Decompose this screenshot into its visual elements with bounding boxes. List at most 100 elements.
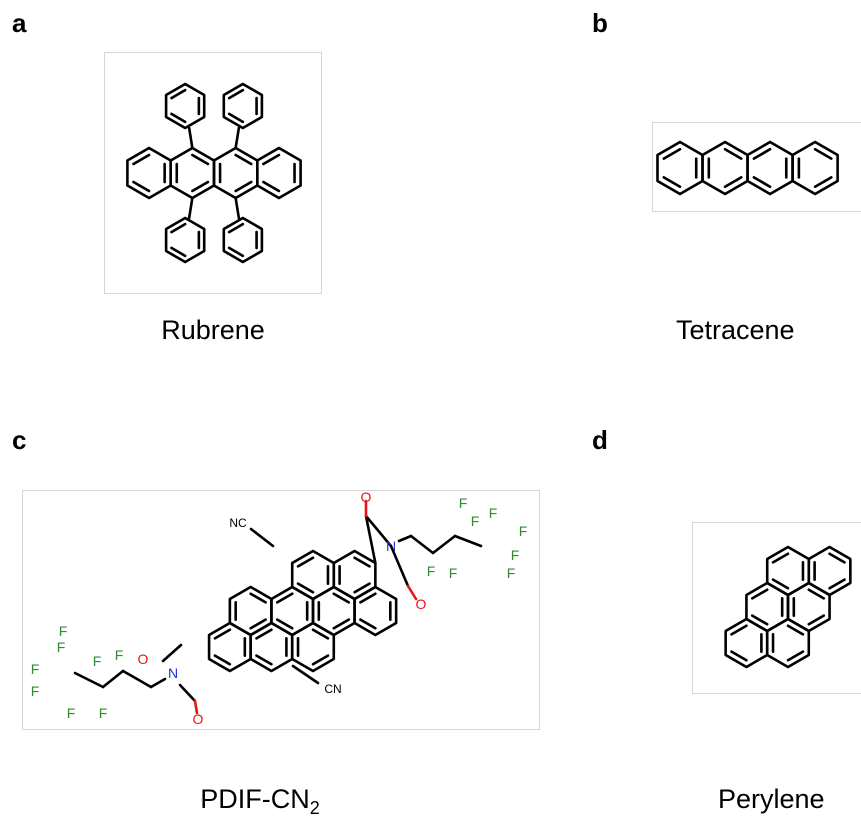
rubrene-phenyl-ring — [164, 82, 206, 130]
perylene-ring-double-bond — [730, 650, 748, 662]
pdif-core-ring — [207, 621, 252, 673]
pdif-core-ring-double-bond — [296, 582, 315, 594]
rubrene-core-ring-double-bond — [234, 153, 253, 166]
rubrene-caption: Rubrene — [161, 315, 265, 345]
pdif-core-ring-double-bond — [255, 654, 273, 666]
rubrene-core-ring-double-bond — [262, 180, 281, 193]
rubrene-phenyl-link — [234, 196, 241, 220]
perylene-ring-double-bond — [771, 578, 790, 590]
perylene-ring-double-bond — [828, 578, 846, 590]
rubrene-phenyl-ring-double-bond — [170, 246, 187, 258]
pdif-core-ring-double-bond — [213, 654, 232, 666]
rubrene-phenyl-ring-double-bond — [227, 246, 245, 258]
pdif-core-ring-double-bond — [332, 618, 351, 630]
fluorine-atom-label: F — [67, 705, 76, 721]
fluorine-atom-label: F — [99, 705, 108, 721]
tetracene-ring-double-bond — [723, 176, 743, 189]
tetracene-ring-double-bond — [723, 147, 743, 160]
pdif-core-ring-double-bond — [296, 556, 315, 568]
pdif-alkyl-bond — [73, 671, 105, 689]
tetracene-structure — [656, 140, 839, 196]
pdif-core-ring-double-bond — [275, 592, 294, 604]
fluorine-atom-label: F — [507, 565, 516, 581]
pdif-core-ring — [353, 585, 398, 637]
fluorine-atom-label: F — [427, 563, 436, 579]
rubrene-core-ring-double-bond — [234, 180, 253, 193]
pdif-core-ring-double-bond — [359, 592, 377, 604]
tetracene-ring-double-bond — [752, 176, 772, 189]
pdif-core-ring-double-bond — [255, 628, 273, 640]
panel-letter-d: d — [592, 425, 608, 455]
fluorine-atom-label: F — [31, 661, 40, 677]
fluorine-atom-label: F — [115, 647, 124, 663]
pdif-co-bond — [193, 699, 199, 715]
perylene-ring-double-bond — [807, 588, 826, 600]
panel-letter-b: b — [592, 8, 608, 38]
pdif-imide-bond — [364, 514, 393, 548]
panel-letter-c: c — [12, 425, 27, 455]
nitrogen-atom-label: N — [168, 665, 178, 681]
oxygen-atom-label: O — [361, 491, 372, 505]
rubrene-phenyl-ring-double-bond — [227, 88, 245, 100]
pdif-core-ring — [290, 621, 336, 673]
rubrene-core-ring-double-bond — [262, 153, 281, 166]
perylene-structure-frame — [692, 522, 861, 694]
pdif-carbonyl-bond — [364, 514, 377, 565]
rubrene-phenyl-link — [234, 126, 241, 150]
fluorine-atom-label: F — [57, 639, 66, 655]
perylene-ring-double-bond — [807, 614, 826, 626]
rubrene-phenyl-ring-double-bond — [227, 222, 245, 234]
oxygen-atom-label: O — [138, 651, 149, 667]
pdif-cyano-bond — [291, 664, 320, 685]
oxygen-atom-label: O — [416, 596, 427, 612]
pdif-alkyl-bond — [121, 669, 153, 689]
fluorine-atom-label: F — [93, 653, 102, 669]
pdif-cyano-bond — [249, 527, 275, 548]
fluorine-atom-label: F — [519, 523, 528, 539]
oxygen-atom-label: O — [193, 711, 204, 727]
pdif-alkyl-bond — [101, 669, 125, 689]
pdif-cn2-caption: PDIF-CN2 — [120, 784, 400, 817]
fluorine-atom-label: F — [511, 547, 520, 563]
rubrene-phenyl-ring-double-bond — [170, 112, 187, 124]
rubrene-structure — [126, 82, 302, 264]
pdif-core-ring-double-bond — [359, 618, 377, 630]
tetracene-ring — [791, 140, 839, 196]
pdif-core-ring-double-bond — [353, 582, 371, 594]
tetracene-structure-frame — [652, 122, 861, 212]
perylene-ring-double-bond — [786, 650, 805, 662]
pdif-core-ring-double-bond — [353, 556, 371, 568]
pdif-alkyl-bond — [149, 677, 167, 689]
rubrene-core-ring-double-bond — [132, 153, 151, 166]
rubrene-core-ring-double-bond — [132, 180, 151, 193]
pdif-imide-bond — [389, 544, 410, 588]
perylene-ring-double-bond — [828, 552, 846, 564]
rubrene-phenyl-ring — [164, 216, 206, 264]
pdif-imide-bond — [161, 643, 183, 663]
perylene-ring-double-bond — [750, 588, 769, 600]
rubrene-phenyl-ring-double-bond — [227, 112, 245, 124]
pdif-alkyl-bond — [431, 534, 457, 555]
fluorine-atom-label: F — [449, 565, 458, 581]
rubrene-phenyl-ring — [222, 82, 264, 130]
tetracene-caption: Tetracene — [676, 315, 795, 345]
pdif-co-bond — [406, 584, 418, 601]
pdif-cn2-caption-main: PDIF-CN — [200, 784, 310, 814]
fluorine-atom-label: F — [459, 495, 468, 511]
fluorine-atom-label: F — [489, 505, 498, 521]
tetracene-ring-double-bond — [662, 147, 682, 160]
rubrene-phenyl-ring — [222, 216, 264, 264]
rubrene-phenyl-link — [187, 196, 194, 220]
pdif-core-ring-double-bond — [311, 628, 330, 640]
pdif-core-ring-double-bond — [213, 628, 232, 640]
rubrene-phenyl-link — [187, 126, 194, 150]
perylene-ring-double-bond — [750, 614, 769, 626]
perylene-ring-double-bond — [771, 552, 790, 564]
tetracene-ring-double-bond — [662, 176, 682, 189]
tetracene-ring-double-bond — [813, 147, 833, 160]
rubrene-structure-frame — [104, 52, 322, 294]
perylene-ring-double-bond — [786, 624, 805, 636]
cyano-group-label: NC — [229, 516, 247, 530]
